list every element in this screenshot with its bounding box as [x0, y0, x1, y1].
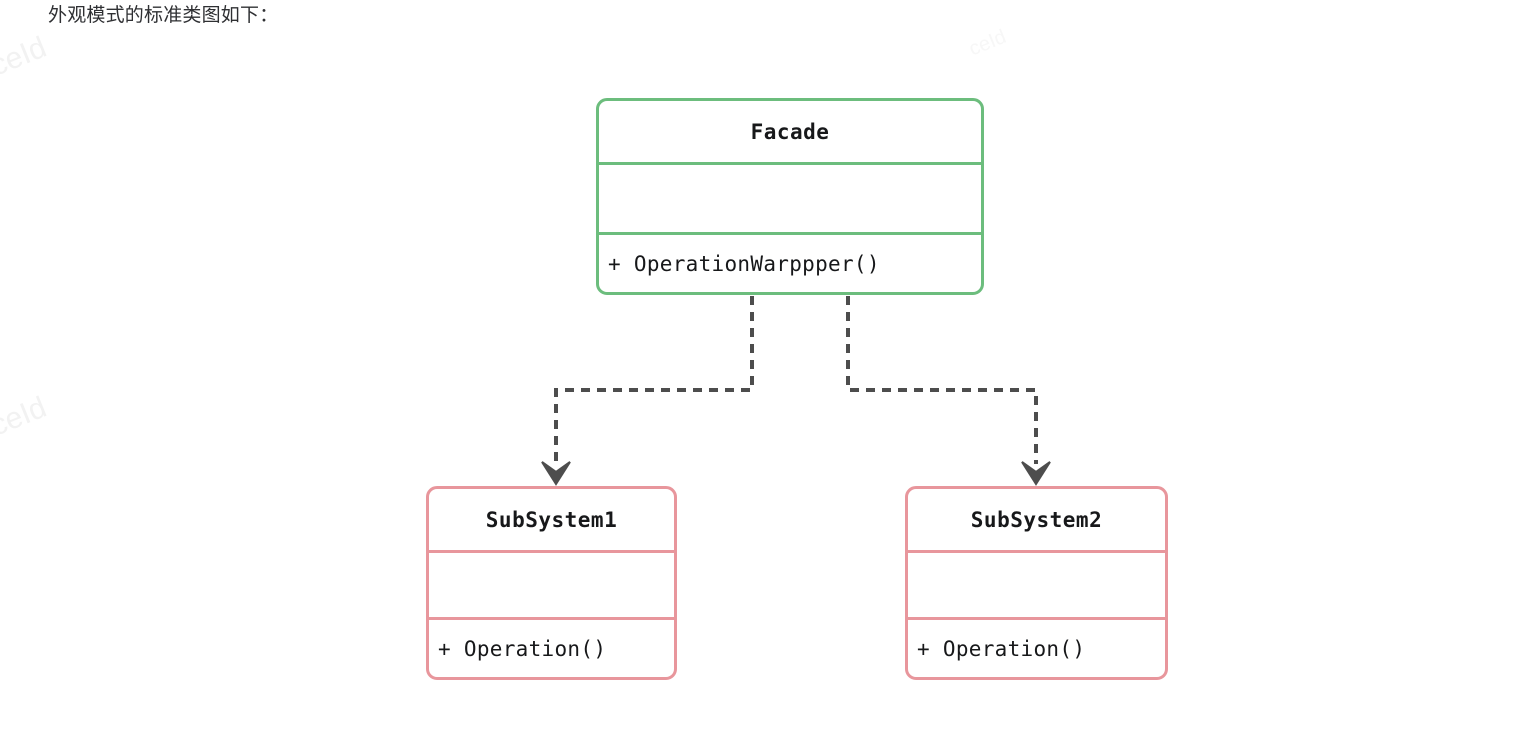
class-name-subsystem1: SubSystem1: [485, 507, 618, 532]
watermark: ceId: [0, 390, 51, 443]
page-caption: 外观模式的标准类图如下：: [48, 5, 279, 26]
class-name-facade: Facade: [750, 119, 830, 144]
watermark: ceId: [966, 25, 1010, 61]
class-attributes-subsystem2: [908, 550, 1165, 617]
class-attributes-facade: [599, 162, 981, 232]
class-name-subsystem2: SubSystem2: [970, 507, 1103, 532]
arrowhead-subsystem2: [1021, 461, 1051, 486]
arrowhead-subsystem1: [541, 461, 571, 486]
watermark: ceId: [0, 30, 51, 83]
class-operation-subsystem2: + Operation(): [908, 617, 1165, 677]
uml-class-subsystem2[interactable]: SubSystem2 + Operation(): [905, 486, 1168, 680]
uml-class-subsystem1[interactable]: SubSystem1 + Operation(): [426, 486, 677, 680]
class-attributes-subsystem1: [429, 550, 674, 617]
class-operation-facade: + OperationWarppper(): [599, 232, 981, 292]
dependency-line-subsystem2: [846, 296, 1038, 464]
uml-class-facade[interactable]: Facade + OperationWarppper(): [596, 98, 984, 295]
dependency-line-subsystem1: [554, 296, 754, 464]
class-operation-subsystem1: + Operation(): [429, 617, 674, 677]
